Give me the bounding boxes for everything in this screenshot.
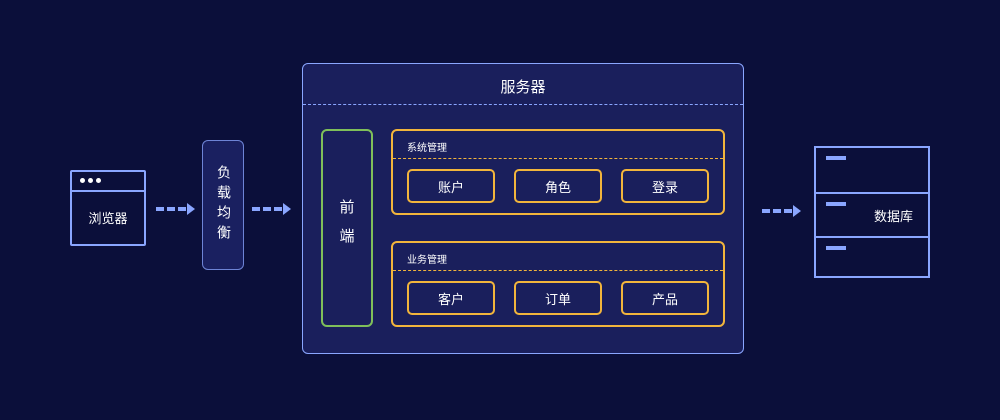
module-customer: 客户: [407, 281, 495, 315]
database-row: [816, 192, 928, 236]
module-login: 登录: [621, 169, 709, 203]
load-balancer-node: 负载均衡: [202, 140, 244, 270]
database-label: 数据库: [874, 210, 914, 225]
browser-dot-icon: [80, 178, 85, 183]
system-management-group: 系统管理 账户 角色 登录: [391, 129, 725, 215]
server-divider: [303, 104, 743, 105]
frontend-label: 前端: [337, 199, 356, 257]
group-divider: [393, 158, 723, 159]
business-management-title: 业务管理: [407, 255, 447, 266]
server-node: 服务器 前端 系统管理 账户 角色 登录 业务管理 客户 订单 产品: [302, 63, 744, 354]
database-row: [816, 148, 928, 190]
arrow-lb-to-server: [252, 203, 291, 215]
load-balancer-label: 负载均衡: [215, 165, 231, 245]
module-order: 订单: [514, 281, 602, 315]
browser-node: 浏览器: [70, 170, 146, 246]
database-node: 数据库: [814, 146, 930, 278]
group-divider: [393, 270, 723, 271]
module-account: 账户: [407, 169, 495, 203]
database-row: [816, 236, 928, 280]
system-management-title: 系统管理: [407, 143, 447, 154]
server-title: 服务器: [500, 78, 546, 96]
browser-titlebar: [72, 172, 144, 192]
frontend-node: 前端: [321, 129, 373, 327]
module-role: 角色: [514, 169, 602, 203]
arrow-server-to-db: [762, 205, 801, 217]
browser-dot-icon: [96, 178, 101, 183]
arrow-browser-to-lb: [156, 203, 195, 215]
business-management-group: 业务管理 客户 订单 产品: [391, 241, 725, 327]
module-product: 产品: [621, 281, 709, 315]
browser-dot-icon: [88, 178, 93, 183]
browser-label: 浏览器: [88, 212, 128, 227]
